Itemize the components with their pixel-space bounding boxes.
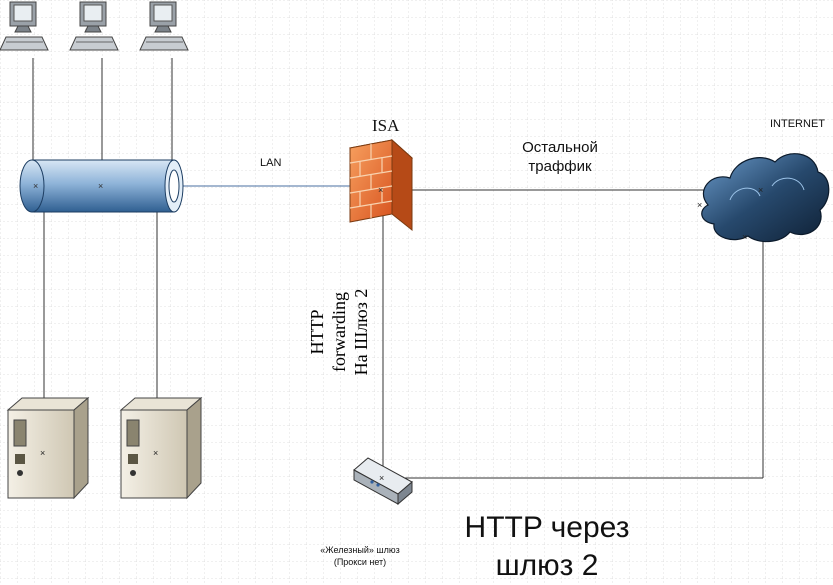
internet-label: INTERNET (770, 118, 825, 130)
isa-label: ISA (372, 116, 400, 135)
workstation-pc3 (139, 1, 189, 51)
connection-markers: × × × × × × × (40, 185, 763, 483)
diagram-title-line-2: шлюз 2 (495, 549, 599, 582)
http-forwarding-line-3: На Шлюз 2 (351, 288, 371, 376)
gateway-caption-line-1: «Железный» шлюз (320, 545, 400, 555)
diagram-title-line-1: HTTP через (464, 511, 630, 544)
hardware-gateway-icon (353, 457, 413, 506)
svg-text:×: × (379, 473, 384, 483)
gateway-caption-line-2: (Прокси нет) (333, 557, 387, 567)
workstation-pc2 (69, 1, 119, 51)
gateway-caption: «Железный» шлюз (Прокси нет) (300, 544, 420, 568)
other-traffic-line-2: траффик (528, 158, 592, 175)
http-forwarding-line-2: forwarding (329, 292, 349, 372)
workstation-pc1 (0, 1, 49, 51)
lan-hub-cylinder: × × (19, 159, 184, 213)
firewall-icon (348, 138, 414, 232)
other-traffic-label: Остальной траффик (505, 138, 615, 176)
svg-text:×: × (33, 181, 38, 191)
http-forwarding-label: HTTP forwarding На Шлюз 2 (306, 272, 372, 392)
svg-text:×: × (153, 448, 158, 458)
internet-cloud-icon (701, 153, 830, 243)
diagram-title: HTTP через шлюз 2 (437, 509, 657, 585)
svg-text:×: × (697, 200, 702, 210)
server-1 (6, 396, 90, 500)
server-2 (119, 396, 203, 500)
http-forwarding-line-1: HTTP (307, 309, 327, 355)
svg-text:×: × (378, 185, 383, 195)
svg-text:×: × (742, 232, 747, 242)
lan-label: LAN (260, 157, 282, 169)
svg-text:×: × (40, 448, 45, 458)
svg-text:×: × (758, 185, 763, 195)
svg-text:×: × (98, 181, 103, 191)
connectors (32, 58, 764, 479)
other-traffic-line-1: Остальной (522, 139, 598, 156)
